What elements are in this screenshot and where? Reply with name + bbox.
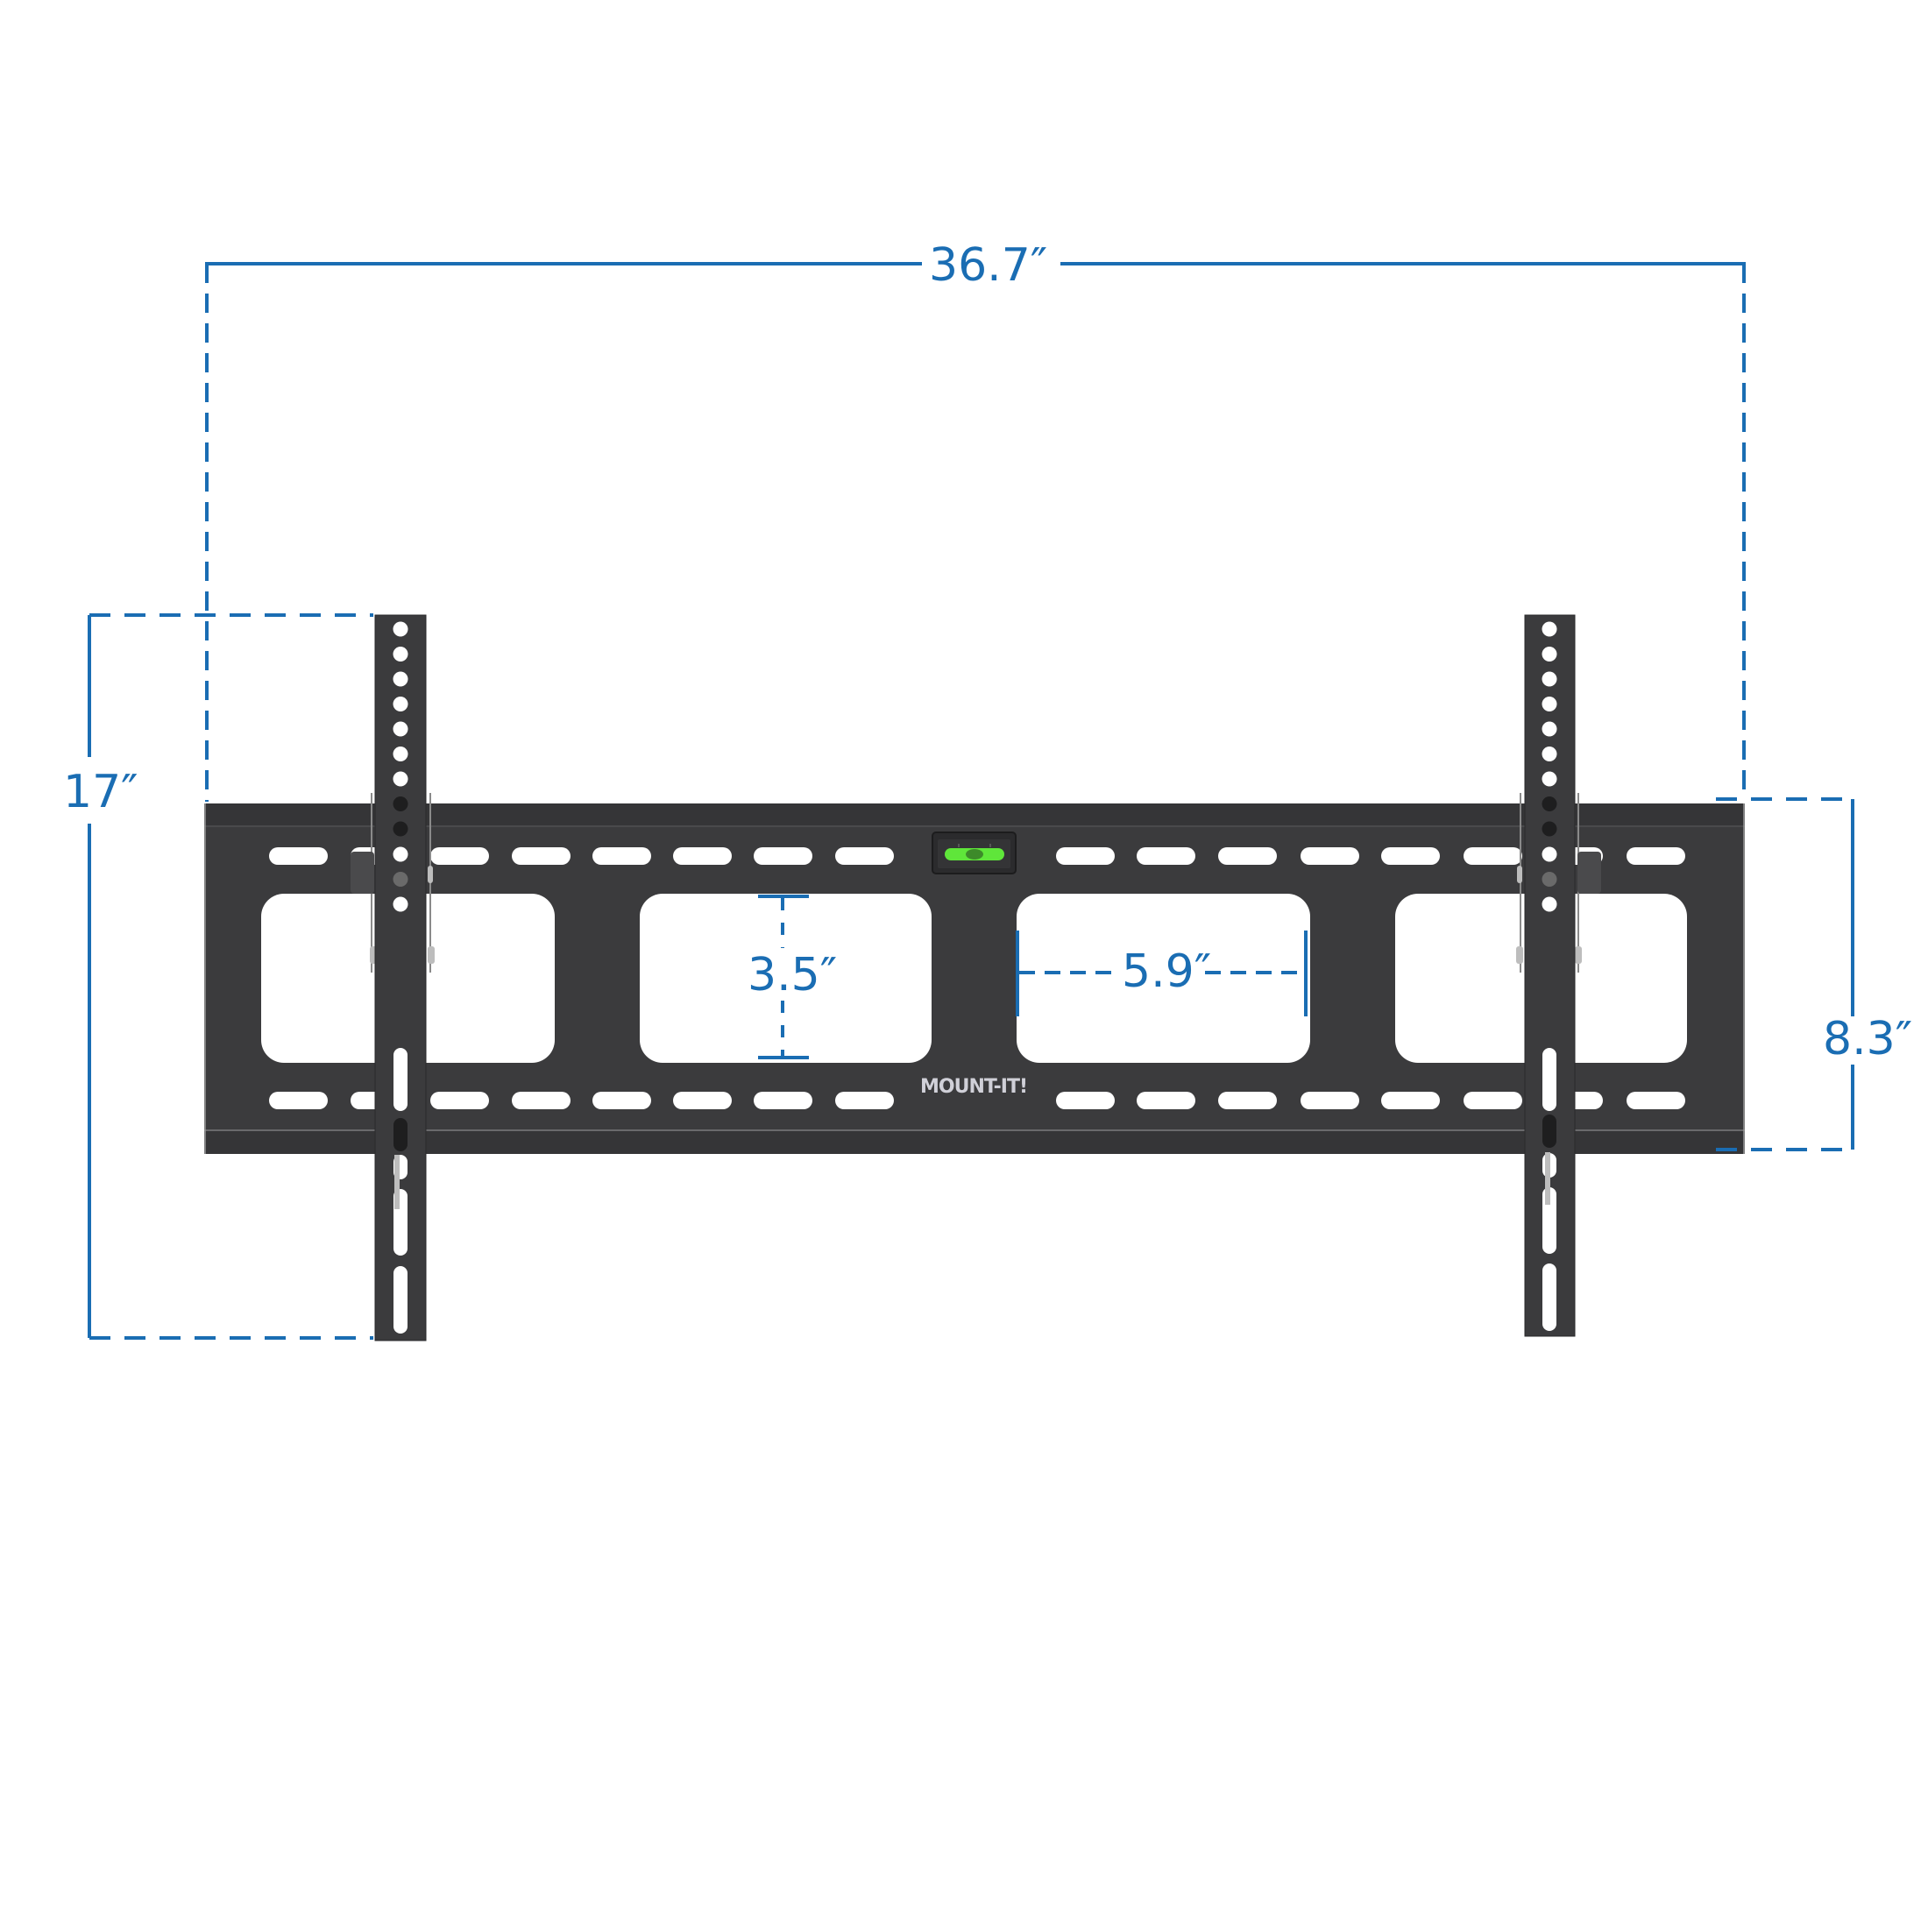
bubble-level-icon	[932, 832, 1017, 874]
brand-logo: MOUNT-IT!	[920, 1076, 1028, 1098]
right-vertical-bracket	[1516, 614, 1601, 1337]
overall-width-label: 36.7″	[929, 239, 1048, 292]
window-height-label: 3.5″	[748, 949, 838, 1001]
plate-window-3	[1017, 894, 1310, 1063]
plate-window-2	[640, 894, 932, 1063]
dimension-lines	[88, 262, 1854, 1340]
plate-height-label: 8.3″	[1823, 1013, 1913, 1065]
wall-plate	[204, 803, 1745, 1154]
left-vertical-bracket	[351, 614, 435, 1341]
window-width-label: 5.9″	[1122, 945, 1212, 998]
bracket-height-label: 17″	[63, 766, 138, 818]
